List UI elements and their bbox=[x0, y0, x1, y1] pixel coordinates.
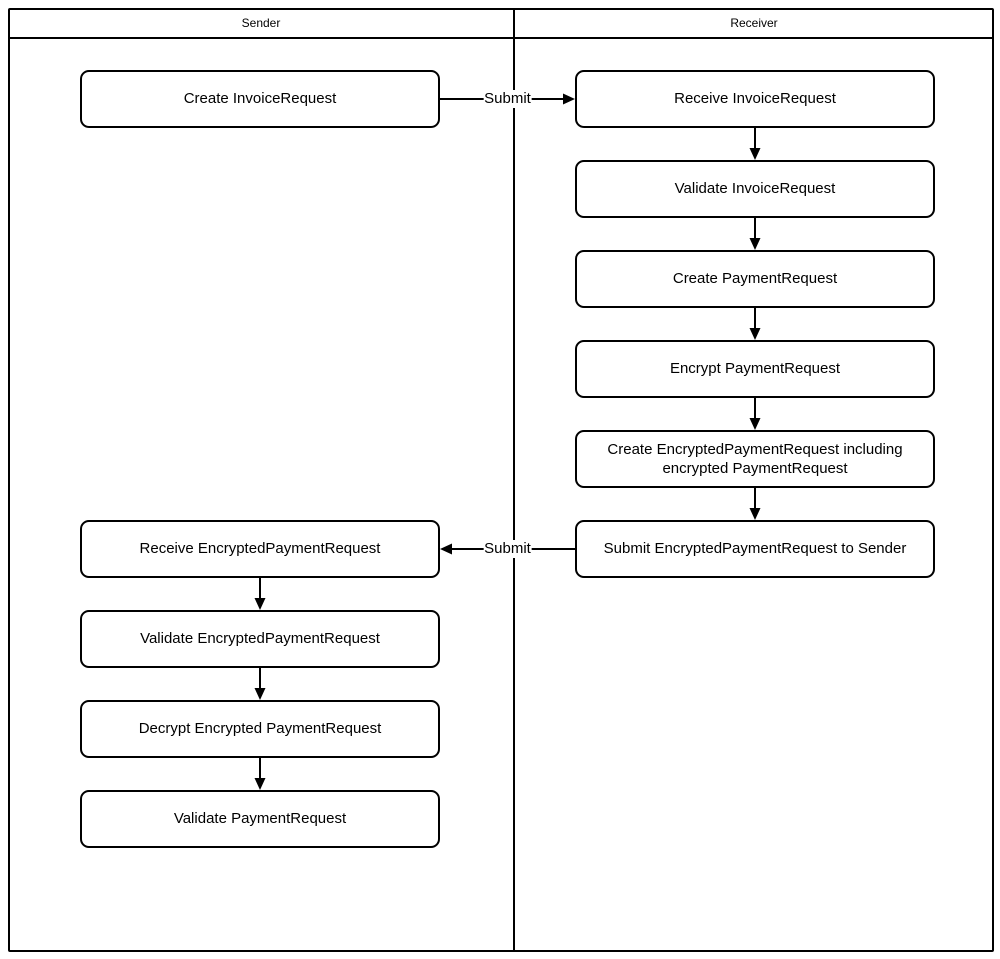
arrowhead-icon bbox=[749, 508, 761, 520]
edge-label-create-invoicerequest: Submit bbox=[483, 90, 532, 108]
flow-node-validate-paymentrequest: Validate PaymentRequest bbox=[80, 790, 440, 848]
flow-node-receive-invoicerequest: Receive InvoiceRequest bbox=[575, 70, 935, 128]
arrowhead-icon bbox=[254, 778, 266, 790]
flow-node-submit-encryptedpaymentrequest: Submit EncryptedPaymentRequest to Sender bbox=[575, 520, 935, 578]
diagram-frame bbox=[8, 8, 994, 952]
arrowhead-icon bbox=[749, 418, 761, 430]
arrowhead-icon bbox=[254, 598, 266, 610]
flow-node-create-invoicerequest: Create InvoiceRequest bbox=[80, 70, 440, 128]
arrowhead-icon bbox=[749, 328, 761, 340]
lane-divider-line bbox=[513, 8, 515, 952]
arrowhead-icon bbox=[563, 93, 575, 105]
flow-node-receive-encryptedpaymentrequest: Receive EncryptedPaymentRequest bbox=[80, 520, 440, 578]
flow-node-validate-invoicerequest: Validate InvoiceRequest bbox=[575, 160, 935, 218]
flow-node-decrypt-encrypted-paymentrequest: Decrypt Encrypted PaymentRequest bbox=[80, 700, 440, 758]
flow-node-create-paymentrequest: Create PaymentRequest bbox=[575, 250, 935, 308]
flow-node-validate-encryptedpaymentrequest: Validate EncryptedPaymentRequest bbox=[80, 610, 440, 668]
arrowhead-icon bbox=[749, 238, 761, 250]
flow-node-create-encryptedpaymentrequest: Create EncryptedPaymentRequest including… bbox=[575, 430, 935, 488]
flow-node-encrypt-paymentrequest: Encrypt PaymentRequest bbox=[575, 340, 935, 398]
header-separator-line bbox=[8, 37, 994, 39]
lane-header-sender: Sender bbox=[241, 16, 281, 30]
arrowhead-icon bbox=[440, 543, 452, 555]
arrowhead-icon bbox=[749, 148, 761, 160]
edge-label-submit-encryptedpaymentrequest: Submit bbox=[483, 540, 532, 558]
lane-header-receiver: Receiver bbox=[730, 16, 778, 30]
arrowhead-icon bbox=[254, 688, 266, 700]
